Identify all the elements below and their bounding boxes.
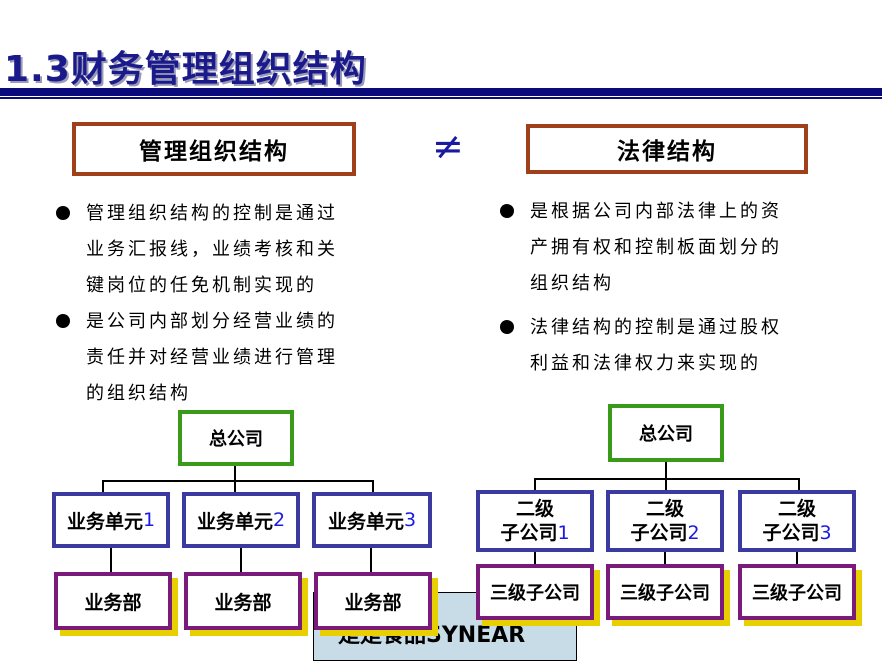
- left-header: 管理组织结构: [72, 122, 356, 176]
- left-dept-3: 业务部: [314, 572, 432, 630]
- unit-number: 2: [272, 509, 286, 531]
- page-title: 1.3财务管理组织结构: [4, 49, 367, 90]
- text-line: 管理组织结构的控制是通过: [86, 203, 338, 224]
- subsidiary-2nd-1: 二级 子公司1: [476, 490, 594, 552]
- text-line: 法律结构的控制是通过股权: [530, 317, 782, 338]
- subsidiary-2nd-3: 二级 子公司3: [738, 490, 856, 552]
- unit-label: 业务单元: [327, 510, 404, 533]
- unit-label: 业务单元: [66, 510, 143, 533]
- connector: [102, 480, 104, 492]
- left-hq-node: 总公司: [178, 410, 294, 466]
- unit-number: 1: [142, 509, 156, 531]
- sub-number: 1: [557, 522, 570, 544]
- connector: [372, 480, 374, 492]
- text-line: 利益和法律权力来实现的: [530, 353, 761, 374]
- left-bullet-1: 管理组织结构的控制是通过业务汇报线，业绩考核和关键岗位的任免机制实现的: [56, 196, 406, 304]
- not-equal-icon: ≠: [432, 124, 464, 168]
- left-dept-2: 业务部: [184, 572, 302, 630]
- sub-number: 3: [819, 522, 832, 544]
- text-line: 是公司内部划分经营业绩的: [86, 311, 338, 332]
- sub-line: 二级: [777, 498, 816, 520]
- right-bullet-2: 法律结构的控制是通过股权利益和法律权力来实现的: [500, 310, 860, 382]
- subsidiary-3rd-1: 三级子公司: [476, 564, 594, 620]
- text-line: 的组织结构: [86, 383, 191, 404]
- bullet-dot-icon: [56, 206, 70, 220]
- right-bullet-1: 是根据公司内部法律上的资产拥有权和控制板面划分的组织结构: [500, 194, 860, 302]
- title-rule: [0, 88, 882, 96]
- text-line: 键岗位的任免机制实现的: [86, 275, 317, 296]
- text-line: 产拥有权和控制板面划分的: [530, 237, 782, 258]
- connector: [370, 548, 372, 572]
- subsidiary-2nd-2: 二级 子公司2: [606, 490, 724, 552]
- subsidiary-3rd-3: 三级子公司: [738, 564, 856, 620]
- sub-line: 子公司: [630, 522, 688, 544]
- text-line: 是根据公司内部法律上的资: [530, 201, 782, 222]
- bullet-dot-icon: [500, 204, 514, 218]
- connector: [665, 462, 667, 490]
- sub-line: 子公司: [762, 522, 820, 544]
- left-dept-1: 业务部: [54, 572, 172, 630]
- sub-line: 二级: [515, 498, 554, 520]
- unit-label: 业务单元: [196, 510, 273, 533]
- subsidiary-3rd-2: 三级子公司: [606, 564, 724, 620]
- bullet-dot-icon: [500, 320, 514, 334]
- connector: [796, 552, 798, 564]
- sub-number: 2: [687, 522, 700, 544]
- unit-number: 3: [403, 509, 417, 531]
- connector: [102, 480, 372, 482]
- connector: [534, 478, 536, 490]
- text-line: 责任并对经营业绩进行管理: [86, 347, 338, 368]
- text-line: 组织结构: [530, 273, 614, 294]
- right-header: 法律结构: [526, 124, 808, 174]
- bullet-dot-icon: [56, 314, 70, 328]
- connector: [664, 552, 666, 564]
- text-line: 业务汇报线，业绩考核和关: [86, 239, 338, 260]
- sub-line: 二级: [645, 498, 684, 520]
- connector: [240, 548, 242, 572]
- connector: [110, 548, 112, 572]
- right-hq-node: 总公司: [608, 404, 724, 462]
- title-rule-thin: [0, 97, 882, 99]
- sub-line: 子公司: [500, 522, 558, 544]
- connector: [234, 466, 236, 492]
- left-bullet-2: 是公司内部划分经营业绩的责任并对经营业绩进行管理的组织结构: [56, 304, 406, 412]
- connector: [798, 478, 800, 490]
- connector: [534, 478, 798, 480]
- connector: [534, 552, 536, 564]
